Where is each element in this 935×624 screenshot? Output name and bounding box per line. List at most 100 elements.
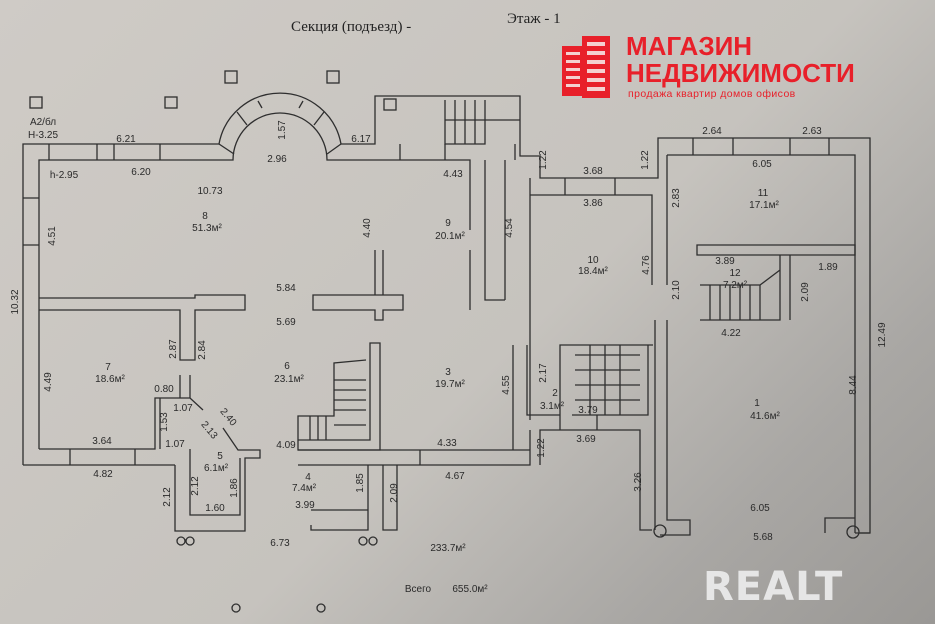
dimension: 0.80 bbox=[154, 384, 174, 395]
dimension: 3.69 bbox=[576, 434, 596, 445]
dimension: 5.84 bbox=[276, 283, 296, 294]
dimension: 2.09 bbox=[800, 282, 811, 302]
dimension: 1.07 bbox=[165, 439, 185, 450]
dimension: 2.09 bbox=[389, 483, 400, 503]
dimension: 4.67 bbox=[445, 471, 465, 482]
dimension: 1.22 bbox=[640, 150, 651, 170]
dimension: 3.89 bbox=[715, 256, 735, 267]
dimension: 1.89 bbox=[818, 262, 838, 273]
floor-area-total: 233.7м² bbox=[430, 543, 466, 554]
dimension: 2.83 bbox=[671, 188, 682, 208]
logo-building-icon bbox=[562, 36, 610, 98]
dimension: 3.26 bbox=[633, 472, 644, 492]
dimension: 6.17 bbox=[351, 134, 371, 145]
dimension: 1.22 bbox=[538, 150, 549, 170]
dimension: 4.33 bbox=[437, 438, 457, 449]
total-area: 655.0м² bbox=[452, 584, 488, 595]
room-area: 18.4м² bbox=[578, 266, 608, 277]
dimension: 4.54 bbox=[504, 218, 515, 238]
dimension: 5.68 bbox=[753, 532, 773, 543]
room-area: 23.1м² bbox=[274, 374, 304, 385]
note-height-inner: h-2.95 bbox=[50, 170, 79, 181]
dimension-labels: 6.21 6.20 2.96 6.17 4.43 10.73 1.57 4.51… bbox=[10, 120, 888, 549]
columns bbox=[29, 70, 397, 111]
logo-line2: НЕДВИЖИМОСТИ bbox=[626, 58, 855, 88]
dimension: 2.84 bbox=[197, 340, 208, 360]
dimension: 2.12 bbox=[190, 476, 201, 496]
dimension: 3.68 bbox=[583, 166, 603, 177]
room-area: 41.6м² bbox=[750, 411, 780, 422]
room-number: 5 bbox=[217, 451, 223, 462]
room-number: 10 bbox=[587, 255, 599, 266]
walls bbox=[22, 92, 871, 536]
dimension: 12.49 bbox=[877, 322, 888, 347]
dimension: 10.73 bbox=[197, 186, 222, 197]
room-area: 7.4м² bbox=[292, 483, 317, 494]
dimension: 6.05 bbox=[750, 503, 770, 514]
room-number: 9 bbox=[445, 218, 451, 229]
dimension: 4.22 bbox=[721, 328, 741, 339]
dimension: 4.09 bbox=[276, 440, 296, 451]
room-area: 3.1м² bbox=[540, 401, 565, 412]
note-code: А2/бл bbox=[30, 116, 56, 128]
realt-watermark: REALT bbox=[703, 564, 843, 610]
room-number: 6 bbox=[284, 361, 290, 372]
note-height-outer: Н-3.25 bbox=[28, 130, 58, 141]
dimension: 4.82 bbox=[93, 469, 113, 480]
dimension: 1.07 bbox=[173, 403, 193, 414]
dimension: 3.86 bbox=[583, 198, 603, 209]
room-area: 7.2м² bbox=[723, 280, 748, 291]
dimension: 8.44 bbox=[848, 375, 859, 395]
room-area: 20.1м² bbox=[435, 231, 465, 242]
room-number: 2 bbox=[552, 388, 558, 399]
dimension: 4.51 bbox=[47, 226, 58, 246]
dimension: 2.13 bbox=[198, 419, 219, 441]
room-area: 6.1м² bbox=[204, 463, 229, 474]
dimension: 2.64 bbox=[702, 126, 722, 137]
dimension: 2.87 bbox=[168, 339, 179, 359]
room-number: 4 bbox=[305, 472, 311, 483]
floor-title: Этаж - 1 bbox=[507, 11, 561, 27]
column-markers bbox=[176, 524, 860, 613]
room-number: 3 bbox=[445, 367, 451, 378]
dimension: 2.17 bbox=[538, 363, 549, 383]
room-area: 51.3м² bbox=[192, 223, 222, 234]
room-area: 18.6м² bbox=[95, 374, 125, 385]
dimension: 3.99 bbox=[295, 500, 315, 511]
room-number: 7 bbox=[105, 362, 111, 373]
room-number: 1 bbox=[754, 398, 760, 409]
dimension: 3.79 bbox=[578, 405, 598, 416]
room-number: 12 bbox=[729, 268, 741, 279]
dimension: 6.20 bbox=[131, 167, 151, 178]
dimension: 4.76 bbox=[641, 255, 652, 275]
dimension: 2.12 bbox=[162, 487, 173, 507]
dimension: 1.86 bbox=[229, 478, 240, 498]
dimension: 4.40 bbox=[362, 218, 373, 238]
section-title: Секция (подъезд) - bbox=[291, 19, 411, 35]
room-number: 8 bbox=[202, 211, 208, 222]
dimension: 5.69 bbox=[276, 317, 296, 328]
dimension: 4.43 bbox=[443, 169, 463, 180]
dimension: 6.05 bbox=[752, 159, 772, 170]
dimension: 1.53 bbox=[159, 412, 170, 432]
room-area: 17.1м² bbox=[749, 200, 779, 211]
room-area: 19.7м² bbox=[435, 379, 465, 390]
room-labels: 141.6м² 23.1м² 319.7м² 47.4м² 56.1м² 623… bbox=[95, 188, 780, 494]
dimension: 1.85 bbox=[355, 473, 366, 493]
dimension: 2.40 bbox=[217, 406, 238, 428]
dimension: 1.22 bbox=[536, 438, 547, 458]
dimension: 6.21 bbox=[116, 134, 136, 145]
dimension: 1.57 bbox=[277, 120, 288, 140]
dimension: 2.63 bbox=[802, 126, 822, 137]
logo-line1: МАГАЗИН bbox=[626, 31, 752, 61]
dimension: 1.60 bbox=[205, 503, 225, 514]
dimension: 3.64 bbox=[92, 436, 112, 447]
total-label: Всего bbox=[405, 584, 432, 595]
dimension: 2.10 bbox=[671, 280, 682, 300]
dimension: 6.73 bbox=[270, 538, 290, 549]
room-number: 11 bbox=[758, 188, 769, 199]
dimension: 4.55 bbox=[501, 375, 512, 395]
dimension: 4.49 bbox=[43, 372, 54, 392]
dimension: 2.96 bbox=[267, 154, 287, 165]
